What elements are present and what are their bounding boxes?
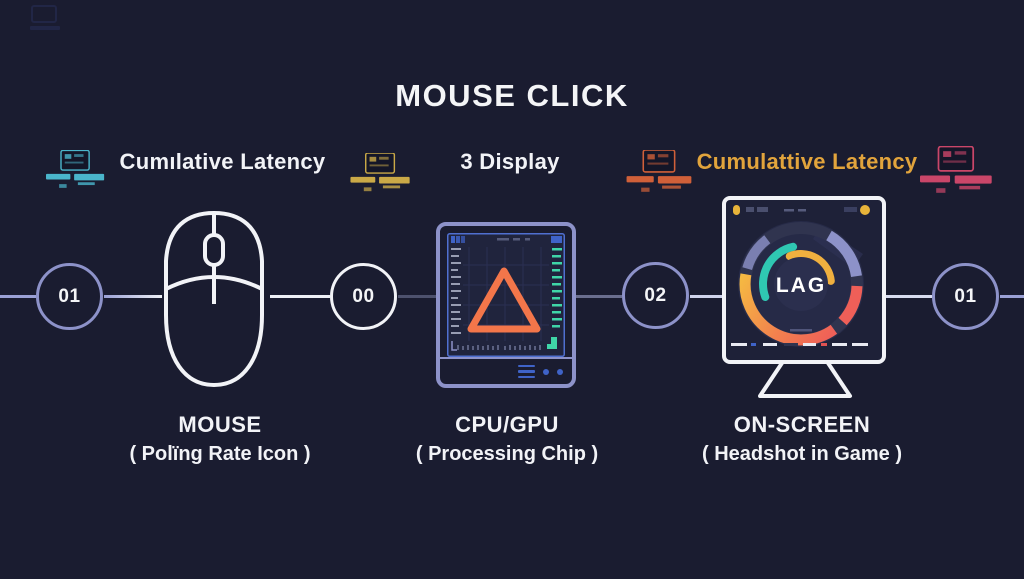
hud-dashes (731, 343, 868, 346)
timeline-segment (690, 295, 722, 298)
ui-badge-left (733, 205, 740, 215)
stage-name: CPU/GPU (455, 412, 559, 437)
node-value: 01 (58, 285, 81, 307)
timeline-segment (270, 295, 330, 298)
stage-label-cpu-gpu: CPU/GPU ( Processing Chip ) (382, 412, 632, 466)
timeline-segment (1000, 295, 1024, 298)
header-display: 3 Display (460, 149, 560, 174)
cpu-gpu-monitor (436, 222, 576, 388)
teal-marker (547, 337, 557, 349)
cpu-left-readout (451, 248, 461, 334)
game-lag-gauge: LAG (731, 205, 870, 347)
node-value: 00 (352, 285, 375, 307)
cpu-bottom-ticks (457, 345, 541, 350)
header-cumulative-latency-right: Cumulattive Latency (696, 149, 918, 174)
timeline-node-01b: 01 (932, 263, 999, 330)
timeline-segment (886, 295, 932, 298)
stage-name: ON-SCREEN (733, 412, 871, 437)
page-title: MOUSE CLICK (395, 78, 629, 113)
triangle-warning-icon (467, 267, 541, 333)
workstation-icon (46, 150, 105, 188)
stage-label-on-screen: ON-SCREEN ( Headshot in Game ) (672, 412, 932, 466)
timeline-node-00: 00 (330, 263, 397, 330)
timeline-segment (0, 295, 36, 298)
ui-badge-right (860, 205, 870, 215)
cpu-control-strip (440, 357, 572, 384)
stage-label-mouse: MOUSE ( Polïng Rate Icon ) (95, 412, 345, 466)
mouse-icon (164, 211, 264, 388)
header-cumulative-latency-left: Cumılative Latency (119, 149, 326, 174)
menu-lines-icon (518, 364, 535, 379)
cpu-screen (447, 233, 565, 357)
timeline-segment (398, 295, 436, 298)
stage-name: MOUSE (178, 412, 262, 437)
workstation-icon (920, 146, 992, 193)
stage-subtitle: ( Polïng Rate Icon ) (129, 443, 311, 465)
workstation-icon (350, 153, 410, 192)
timeline-segment (104, 295, 162, 298)
stage-subtitle: ( Headshot in Game ) (701, 443, 903, 465)
cpu-topbar (451, 236, 562, 243)
indicator-dot (543, 368, 549, 375)
faint-monitor-icon (30, 5, 60, 30)
onscreen-monitor: LAG (722, 196, 886, 364)
scroll-wheel-icon (203, 233, 225, 267)
monitor-stand (758, 360, 852, 398)
node-value: 01 (954, 285, 977, 307)
timeline-segment (576, 295, 622, 298)
workstation-icon (626, 150, 692, 192)
timeline-node-01a: 01 (36, 263, 103, 330)
node-value: 02 (644, 284, 667, 306)
indicator-dot (557, 368, 563, 375)
gauge-label: LAG (776, 274, 826, 297)
stage-subtitle: ( Processing Chip ) (415, 443, 599, 465)
timeline-node-02: 02 (622, 262, 689, 329)
cpu-right-readout (552, 248, 562, 328)
